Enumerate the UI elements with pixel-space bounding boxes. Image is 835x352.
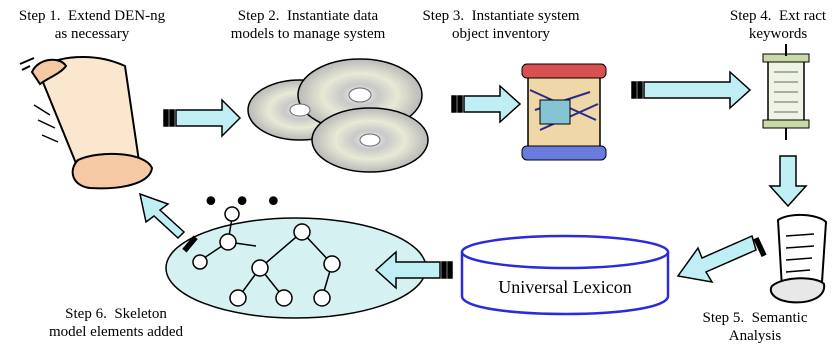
scroll-bundle-icon xyxy=(521,63,607,161)
arrow-step6-to-step1 xyxy=(138,192,198,253)
arrow-step2-to-3 xyxy=(451,84,522,124)
scroll-icon xyxy=(19,56,154,190)
step6-label: Step 6. Skeleton model elements added xyxy=(48,306,184,340)
arrow-step4-to-5 xyxy=(768,155,808,208)
paper-scroll-icon xyxy=(769,214,828,304)
discs-icon xyxy=(247,58,429,173)
ellipsis-dots: • • • xyxy=(202,185,285,220)
parchment-icon xyxy=(762,44,810,140)
step1-label: Step 1. Extend DEN-ng as necessary xyxy=(18,8,166,42)
step3-label: Step 3. Instantiate system object invent… xyxy=(422,8,580,42)
universal-lexicon-label: Universal Lexicon xyxy=(498,277,632,297)
universal-lexicon-cylinder xyxy=(460,234,670,316)
step4-label: Step 4. Ext ract keywords xyxy=(729,8,827,42)
arrow-lexicon-to-step6 xyxy=(374,250,453,290)
arrow-step1-to-2 xyxy=(163,98,242,138)
tree-graph-icon xyxy=(165,206,427,319)
arrow-step3-to-4 xyxy=(631,70,752,110)
step5-label: Step 5. Semantic Analysis xyxy=(702,310,808,344)
step2-label: Step 2. Instantiate data models to manag… xyxy=(230,8,386,42)
arrow-step5-to-lexicon xyxy=(676,234,767,284)
flow-arrows xyxy=(138,70,808,290)
